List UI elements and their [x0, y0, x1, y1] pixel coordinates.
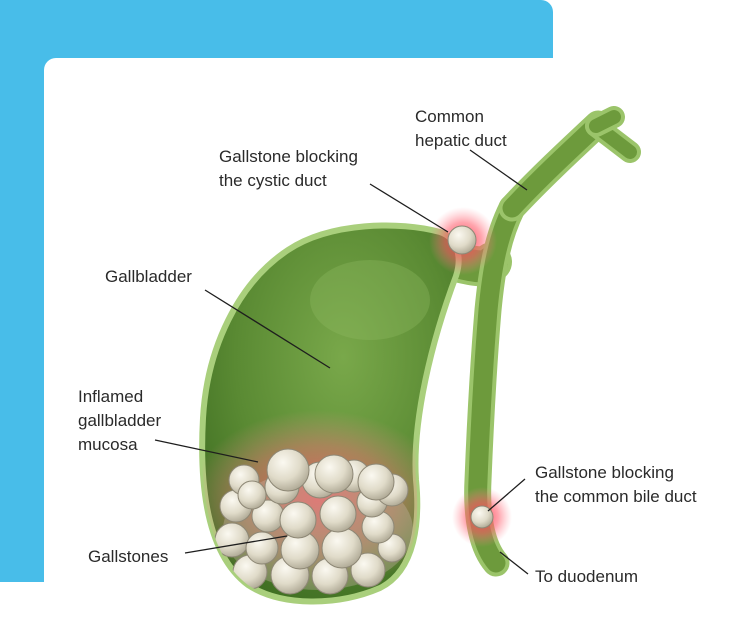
gallstone — [321, 527, 363, 569]
pointer-gallstones — [184, 535, 288, 554]
pointer-bile-duct — [487, 478, 526, 512]
gallstone — [350, 552, 386, 588]
bile-duct-stone — [470, 505, 494, 529]
pointer-mucosa — [154, 439, 259, 463]
label-inflamed-mucosa: Inflamed gallbladder mucosa — [78, 387, 166, 454]
cystic-duct-stone — [447, 225, 477, 255]
labels: Common hepatic duct Gallstone blocking t… — [78, 107, 697, 586]
label-gallbladder: Gallbladder — [105, 267, 192, 286]
pointer-hepatic — [469, 149, 528, 191]
pointer-cystic — [369, 183, 449, 233]
cystic-duct-blockage — [429, 207, 497, 275]
label-duodenum: To duodenum — [535, 567, 638, 586]
gallstone — [266, 448, 310, 492]
leader-lines — [154, 149, 529, 575]
gallstone — [319, 495, 357, 533]
gallstone — [357, 463, 395, 501]
gallstone — [314, 454, 354, 494]
label-bile-duct-stone: Gallstone blocking the common bile duct — [535, 463, 697, 506]
label-cystic-duct-stone: Gallstone blocking the cystic duct — [219, 147, 363, 190]
gallstone — [237, 480, 267, 510]
gallstone — [245, 531, 279, 565]
label-common-hepatic-duct: Common hepatic duct — [415, 107, 507, 150]
pointer-duodenum — [499, 551, 529, 575]
gallstone — [279, 501, 317, 539]
pointer-gallbladder — [204, 289, 331, 369]
label-gallstones: Gallstones — [88, 547, 168, 566]
gallstones-cluster — [214, 448, 409, 595]
bile-duct-blockage — [452, 487, 512, 547]
